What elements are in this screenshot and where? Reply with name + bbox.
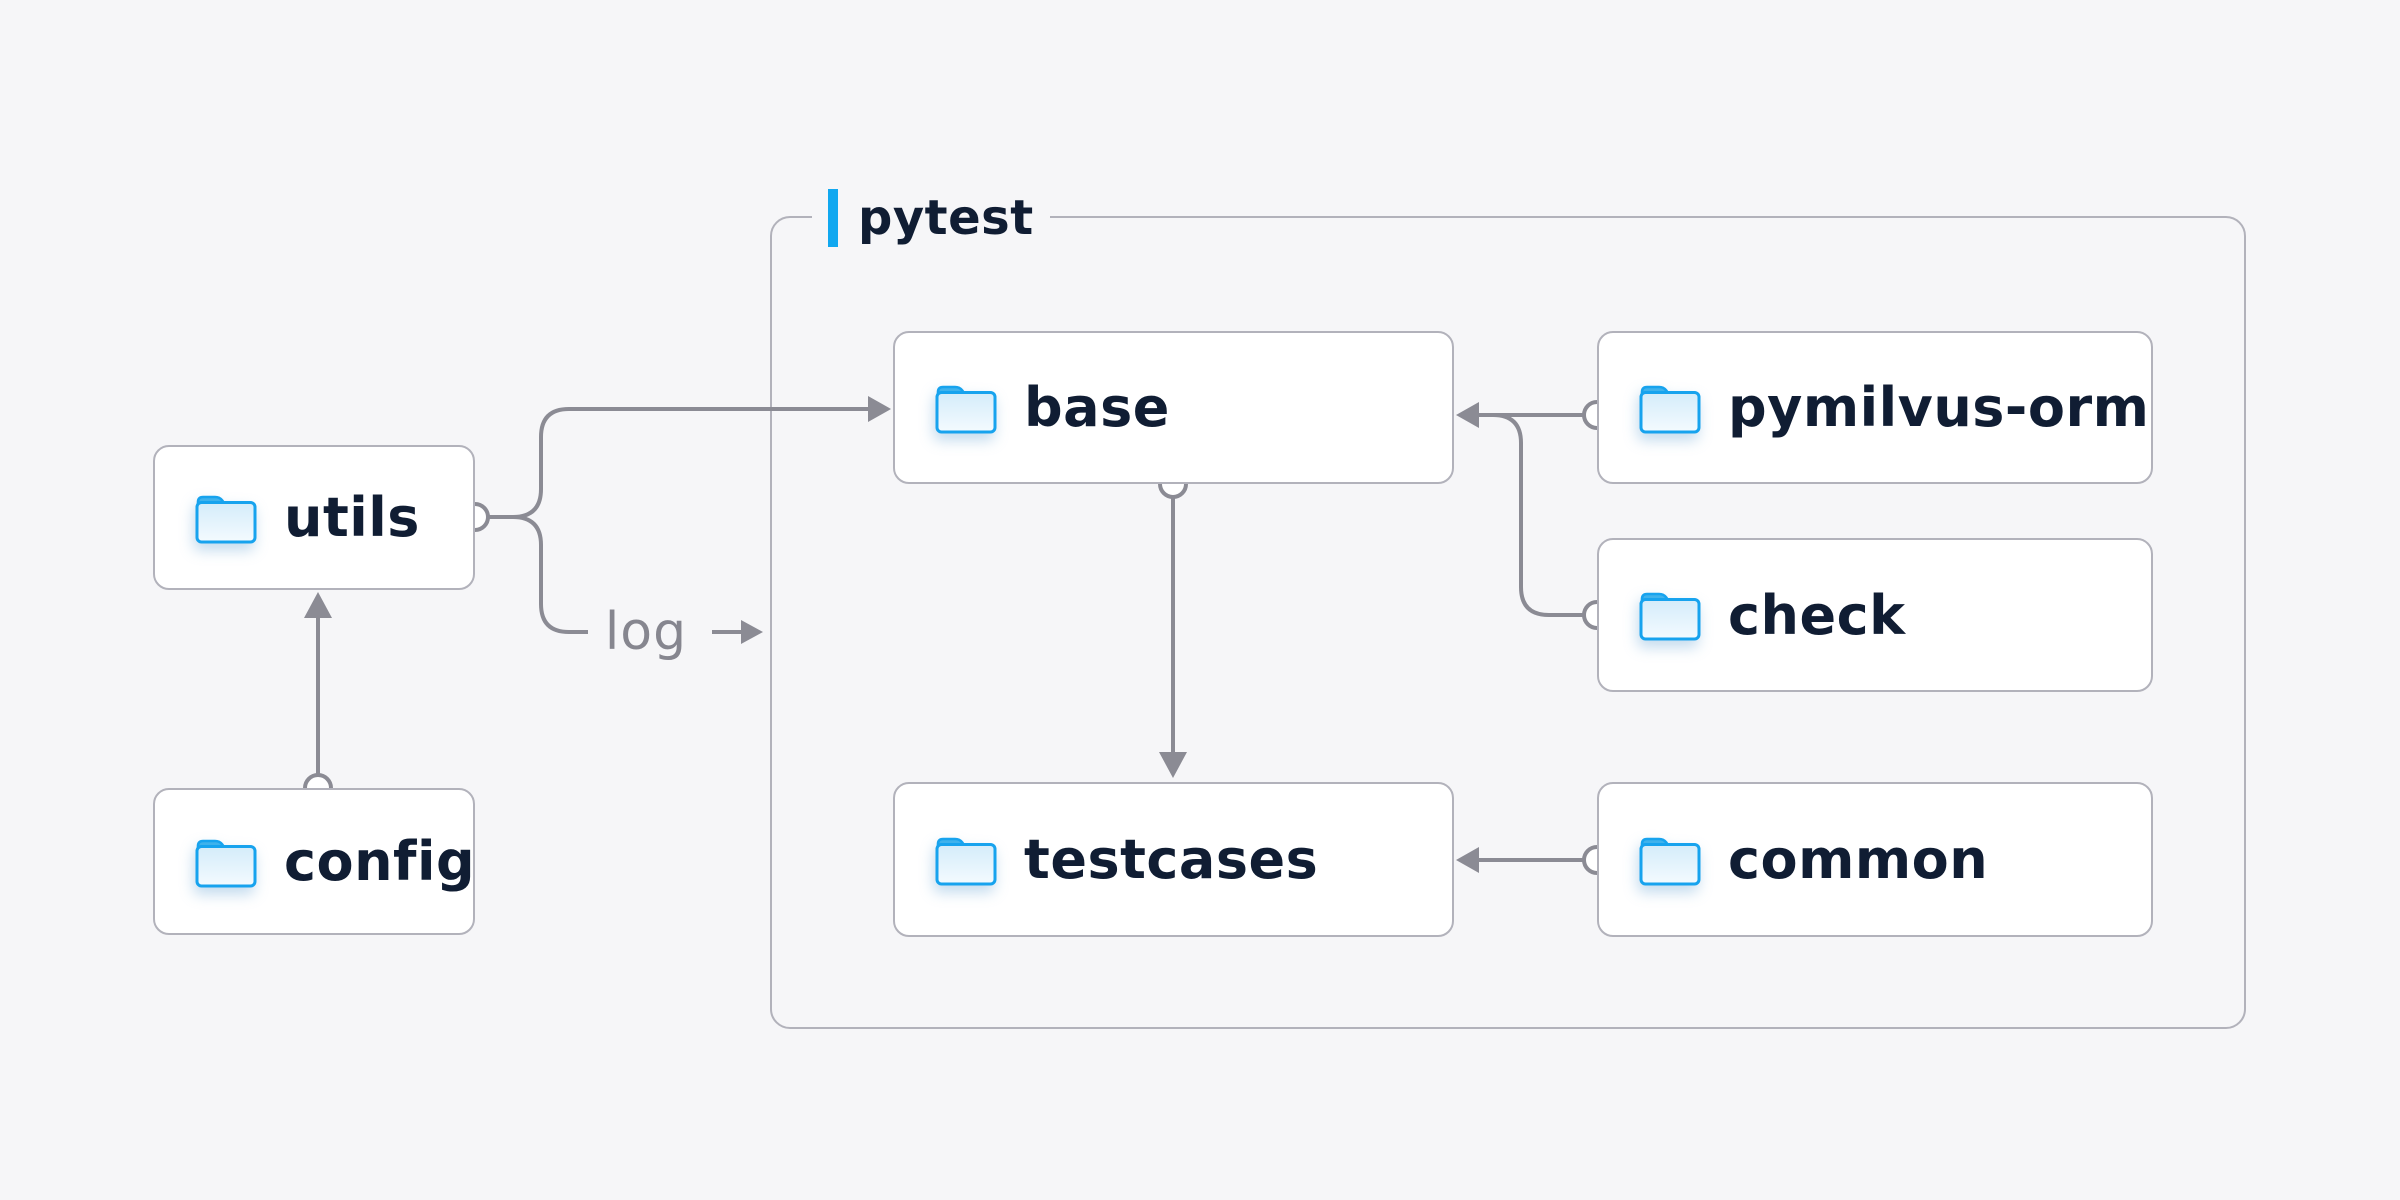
edge-log-arrowhead: [741, 620, 763, 644]
node-label: check: [1728, 583, 1906, 647]
node-config: config: [153, 788, 475, 935]
folder-icon: [935, 385, 997, 433]
accent-bar-icon: [828, 189, 838, 247]
node-utils: utils: [153, 445, 475, 590]
pytest-group-label: pytest: [812, 187, 1050, 249]
pytest-group: pytest: [770, 187, 2246, 1029]
node-common: common: [1597, 782, 2153, 937]
node-label: common: [1728, 828, 1989, 891]
node-testcases: testcases: [893, 782, 1454, 937]
edge-utils-log-line: [489, 515, 588, 634]
node-check: check: [1597, 538, 2153, 692]
node-label: utils: [284, 486, 420, 549]
node-label: pymilvus-orm: [1728, 376, 2150, 439]
edge-label-log: log: [604, 602, 688, 662]
node-label: base: [1024, 376, 1170, 439]
group-title: pytest: [858, 190, 1034, 246]
folder-icon: [935, 837, 997, 885]
node-label: testcases: [1024, 828, 1319, 891]
node-pymilvus-orm: pymilvus-orm: [1597, 331, 2153, 484]
edge-config-utils-arrowhead: [304, 592, 332, 618]
folder-icon: [195, 495, 257, 543]
node-base: base: [893, 331, 1454, 484]
node-label: config: [284, 830, 476, 893]
folder-icon: [1639, 837, 1701, 885]
folder-icon: [1639, 385, 1701, 433]
folder-icon: [195, 839, 257, 887]
folder-icon: [1639, 592, 1701, 641]
